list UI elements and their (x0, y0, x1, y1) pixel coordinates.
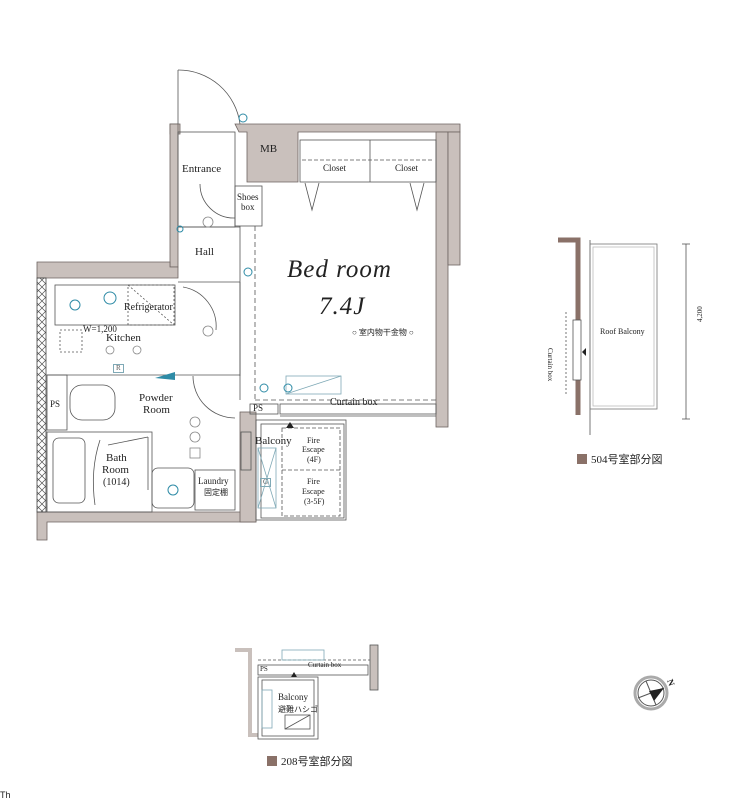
caption-swatch-icon (577, 454, 587, 464)
room-label-refrigerator: Refrigerator (124, 302, 173, 313)
room-label-kitchen: Kitchen (106, 332, 141, 344)
bedroom-note-text: 室内物干金物 (358, 328, 407, 337)
dimension-label-504: 4,200 (696, 306, 704, 322)
caption-208-text: 208号室部分図 (281, 756, 353, 768)
room-label-bedroom: Bed room (287, 256, 392, 283)
room-label-powder-1: Powder (139, 392, 173, 404)
laundry-note: 固定棚 (204, 488, 228, 497)
caption-504-text: 504号室部分図 (591, 454, 663, 466)
fire-escape-lower-2: Escape (302, 487, 325, 496)
curtain-box-label-504: Curtain box (546, 348, 554, 382)
room-label-roof-balcony: Roof Balcony (600, 327, 645, 336)
kitchen-width: W=1,200 (83, 324, 117, 334)
room-label-balcony: Balcony (255, 435, 292, 447)
caption-swatch-icon (267, 756, 277, 766)
fire-escape-upper-1: Fire (307, 436, 320, 445)
room-label-closet-1: Closet (323, 163, 347, 173)
room-label-powder-2: Room (143, 404, 170, 416)
curtain-box-label-208: Curtain box (308, 661, 342, 669)
room-label-ps-right: PS (253, 403, 264, 413)
storage-marker: G (260, 478, 272, 488)
bedroom-note: ○ 室内物干金物 ○ (352, 328, 414, 337)
room-label-shoes-box-2: box (241, 202, 255, 212)
room-label-laundry: Laundry (198, 476, 229, 486)
caption-504: 504号室部分図 (577, 451, 663, 467)
curtain-box-label: Curtain box (330, 397, 378, 408)
room-label-balcony-208: Balcony (278, 692, 308, 702)
room-size-bedroom: 7.4J (319, 293, 366, 320)
room-label-hall: Hall (195, 246, 214, 258)
room-label-shoes-box-1: Shoes (237, 192, 259, 202)
ladder-note-208: 避難ハシゴ (278, 705, 318, 714)
bath-room-size: (1014) (103, 477, 130, 488)
fire-escape-lower-floor: (3-5F) (304, 497, 325, 506)
room-label-closet-2: Closet (395, 163, 419, 173)
fire-escape-lower-1: Fire (307, 477, 320, 486)
room-label-bath-1: Bath (106, 452, 127, 464)
room-label-mb: MB (260, 143, 278, 155)
fire-escape-upper-floor: (4F) (307, 455, 321, 464)
ps-label-208: PS (260, 665, 268, 673)
room-label-ps-left: PS (50, 399, 61, 409)
footer-text-fragment: Th (0, 790, 11, 800)
room-label-entrance: Entrance (182, 163, 222, 175)
refrigerator-marker: R (113, 364, 124, 374)
fire-escape-upper-2: Escape (302, 445, 325, 454)
caption-208: 208号室部分図 (267, 753, 353, 769)
room-label-bath-2: Room (102, 464, 129, 476)
